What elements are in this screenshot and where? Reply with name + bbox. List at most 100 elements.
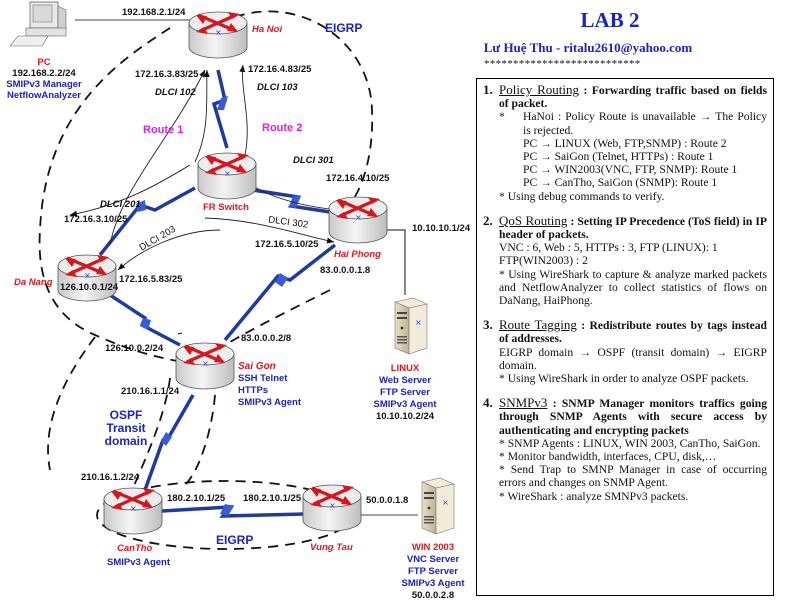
note-line: PC → SaiGon (Telnet, HTTPs) : Route 1 bbox=[523, 150, 714, 164]
route-1-label: Route 1 bbox=[143, 124, 184, 136]
hanoi-s102-address: 172.16.3.83/25 bbox=[135, 69, 199, 80]
page-title: LAB 2 bbox=[580, 8, 640, 32]
danang-s201-address: 172.16.3.10/25 bbox=[64, 214, 128, 225]
danang-saigon-address: 126.10.0.1/24 bbox=[60, 282, 119, 293]
section-number: 4. bbox=[483, 395, 493, 411]
separator: *************************** bbox=[484, 58, 641, 70]
route-2-label: Route 2 bbox=[262, 122, 303, 134]
section-description: : Forwarding traffic based on fields of … bbox=[499, 84, 768, 111]
ospf-domain-boundary-right bbox=[184, 394, 216, 486]
section-number: 1. bbox=[483, 82, 493, 97]
section-description: : SNMP Manager monitors traffics going t… bbox=[499, 397, 767, 437]
saigon-role: HTTPs bbox=[238, 385, 269, 396]
dlci-301-label: DLCI 301 bbox=[293, 155, 334, 166]
dlci-103-label: DLCI 103 bbox=[257, 82, 298, 93]
ospf-domain-boundary bbox=[47, 336, 171, 501]
vungtau-cantho-address: 180.2.10.1/25 bbox=[243, 493, 302, 504]
link-hanoi-frswitch bbox=[211, 69, 229, 149]
vungtau-label: Vung Tau bbox=[310, 542, 353, 553]
haiphong-s302-address: 172.16.5.10/25 bbox=[255, 239, 319, 250]
eigrp-domain-boundary-top bbox=[38, 10, 374, 366]
section-title: QoS Routing bbox=[499, 212, 568, 228]
win2003-ip: 50.0.0.2.8 bbox=[411, 590, 455, 601]
win2003-label: WIN 2003 bbox=[411, 542, 455, 553]
note-line: * Monitor bandwidth, interfaces, CPU, di… bbox=[499, 450, 717, 464]
note-section-snmpv3: 4. SNMPv3 : SNMP Manager monitors traffi… bbox=[483, 396, 767, 503]
eigrp-bottom-label: EIGRP bbox=[216, 533, 254, 547]
pc-role: SMIPv3 Manager bbox=[6, 79, 82, 90]
cantho-saigon-address: 210.16.1.2/24 bbox=[81, 472, 140, 483]
eigrp-top-label: EIGRP bbox=[325, 21, 363, 35]
haiphong-label: Hai Phong bbox=[334, 249, 381, 260]
pc-name: PC bbox=[37, 57, 51, 68]
win2003-role: SMIPv3 Agent bbox=[401, 578, 465, 589]
linux-role: SMIPv3 Agent bbox=[373, 399, 437, 410]
author-line: Lư Huệ Thu - ritalu2610@yahoo.com bbox=[483, 40, 693, 55]
pc-ip: 192.168.2.2/24 bbox=[12, 68, 76, 79]
note-line: * Send Trap to SMNP Manager in case of o… bbox=[499, 463, 767, 490]
haiphong-lan-address: 10.10.10.1/24 bbox=[412, 223, 471, 234]
router-danang-icon bbox=[56, 253, 118, 303]
server-win2003-icon bbox=[421, 477, 455, 535]
note-line: PC → WIN2003(VNC, FTP, SNMP): Route 1 bbox=[523, 163, 738, 177]
hanoi-s103-address: 172.16.4.83/25 bbox=[248, 64, 312, 75]
section-number: 3. bbox=[483, 317, 493, 333]
section-title: SNMPv3 bbox=[499, 395, 548, 411]
saigon-cantho-address: 210.16.1.1/24 bbox=[121, 386, 180, 397]
note-line: * WireShark : analyze SMNPv3 packets. bbox=[499, 489, 689, 503]
link-frswitch-danang bbox=[98, 186, 196, 257]
diagram-canvas: × × bbox=[9, 1, 455, 550]
ospf-label: OSPF bbox=[109, 408, 143, 422]
router-cantho-icon bbox=[102, 486, 164, 536]
section-description: : Setting IP Precedence (ToS field) in I… bbox=[499, 214, 767, 242]
bullet-star: * bbox=[499, 110, 505, 124]
danang-s203-address: 172.16.5.83/25 bbox=[119, 274, 183, 285]
haiphong-saigon-address: 83.0.0.0.1.8 bbox=[320, 265, 371, 276]
pc-icon bbox=[9, 1, 67, 47]
danang-label: Da Nang bbox=[14, 277, 53, 288]
saigon-role: SMIPv3 Agent bbox=[238, 397, 301, 408]
network-diagram: × × bbox=[6, 1, 471, 601]
hanoi-label: Ha Noi bbox=[252, 24, 283, 35]
note-line: * SNMP Agents : LINUX, WIN 2003, CanTho,… bbox=[499, 436, 761, 450]
dlci-102-label: DLCI 102 bbox=[155, 87, 196, 98]
note-line: * Using WireShark in order to analyze OS… bbox=[499, 372, 749, 386]
router-vungtau-icon bbox=[301, 483, 363, 533]
saigon-label: Sai Gon bbox=[238, 361, 276, 372]
win2003-role: VNC Server bbox=[406, 554, 460, 565]
saigon-haiphong-address: 83.0.0.0.2/8 bbox=[241, 333, 292, 344]
pc-role: NetflowAnalyzer bbox=[7, 90, 81, 101]
linux-role: Web Server bbox=[378, 375, 432, 386]
vungtau-lan-address: 50.0.0.1.8 bbox=[366, 495, 409, 506]
note-line: HaNoi : Policy Route is unavailable → Th… bbox=[523, 110, 767, 137]
note-section-route-tagging: 3. Route Tagging : Redistribute routes b… bbox=[483, 318, 767, 385]
ospf-label: domain bbox=[104, 434, 148, 448]
saigon-danang-address: 126.10.0.2/24 bbox=[105, 343, 164, 354]
router-saigon-icon bbox=[174, 341, 236, 391]
linux-ip: 10.10.10.2/24 bbox=[375, 411, 435, 422]
note-section-policy-routing: 1. Policy Routing : Forwarding traffic b… bbox=[483, 83, 767, 203]
note-line: EIGRP domain → OSPF (transit domain) → E… bbox=[499, 345, 767, 372]
cantho-label: CanTho bbox=[117, 543, 153, 554]
router-hanoi-icon bbox=[187, 10, 249, 60]
router-frswitch-icon bbox=[196, 151, 258, 201]
link-haiphong-saigon bbox=[223, 243, 337, 342]
router-haiphong-icon bbox=[327, 195, 389, 245]
note-line: * Using WireShark to capture & analyze m… bbox=[499, 267, 767, 308]
dlci-201-label: DLCI 201 bbox=[100, 199, 141, 210]
notes-panel: 1. Policy Routing : Forwarding traffic b… bbox=[476, 78, 774, 596]
note-line: PC → LINUX (Web, FTP,SNMP) : Route 2 bbox=[523, 136, 727, 150]
server-linux-icon bbox=[394, 297, 428, 355]
linux-role: FTP Server bbox=[380, 387, 430, 398]
section-title: Policy Routing bbox=[499, 82, 579, 97]
haiphong-s301-address: 172.16.4.10/25 bbox=[326, 173, 390, 184]
cantho-role: SMIPv3 Agent bbox=[107, 557, 170, 568]
section-title: Route Tagging bbox=[499, 317, 577, 333]
fr-switch-label: FR Switch bbox=[203, 202, 249, 213]
saigon-role: SSH Telnet bbox=[238, 373, 288, 384]
note-line: FTP(WIN2003) : 2 bbox=[499, 254, 588, 268]
ospf-label: Transit bbox=[106, 421, 146, 435]
note-line: * Using debug commands to verify. bbox=[499, 189, 665, 203]
win2003-role: FTP Server bbox=[408, 566, 458, 577]
linux-label: LINUX bbox=[390, 363, 420, 374]
